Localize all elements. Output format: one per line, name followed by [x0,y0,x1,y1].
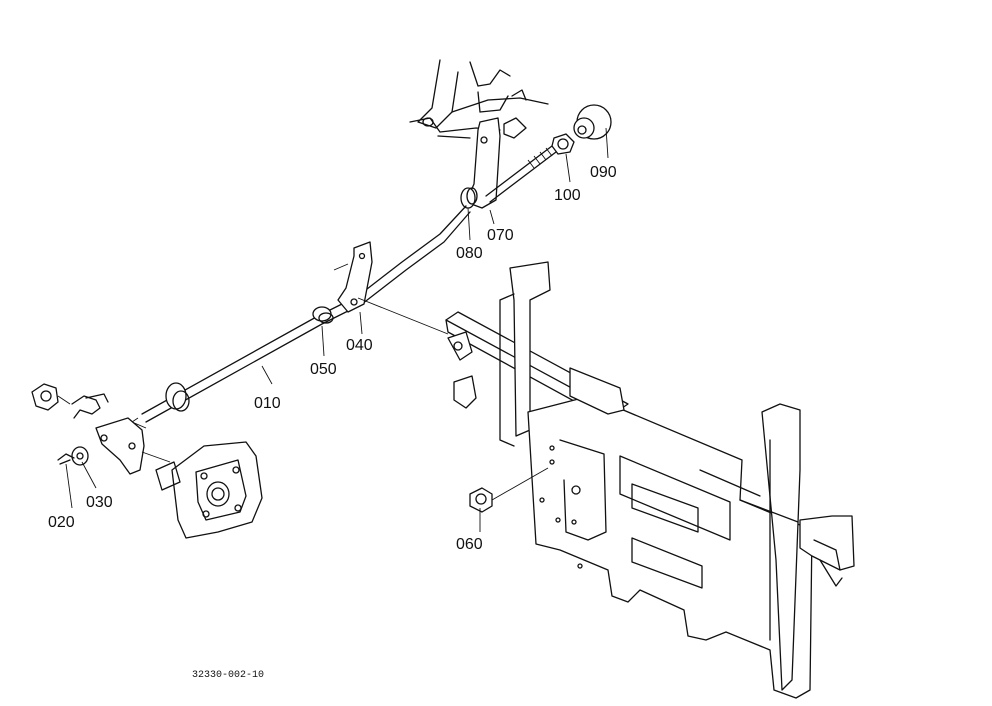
part-label-040: 040 [346,337,373,354]
part-label-010: 010 [254,395,281,412]
main-frame [445,261,855,699]
upper-mount-bracket [409,59,549,139]
part-label-030: 030 [86,494,113,511]
part-labels: 010 020 030 040 050 060 070 080 090 100 [48,164,617,553]
figure-code: 32330-002-10 [192,670,264,681]
mid-bushing [312,306,334,324]
alignment-lines [357,297,449,335]
rod-collar [165,382,190,412]
bolt [469,467,549,513]
left-bracket [31,383,263,539]
part-label-080: 080 [456,245,483,262]
part-label-050: 050 [310,361,337,378]
adjuster-rod [485,104,612,203]
part-label-090: 090 [590,164,617,181]
part-label-060: 060 [456,536,483,553]
part-label-100: 100 [554,187,581,204]
washer-and-pin [57,446,89,466]
lever-plate [465,117,501,209]
part-label-020: 020 [48,514,75,531]
arm-lever [333,241,373,313]
part-label-070: 070 [487,227,514,244]
leader-lines [65,127,609,532]
